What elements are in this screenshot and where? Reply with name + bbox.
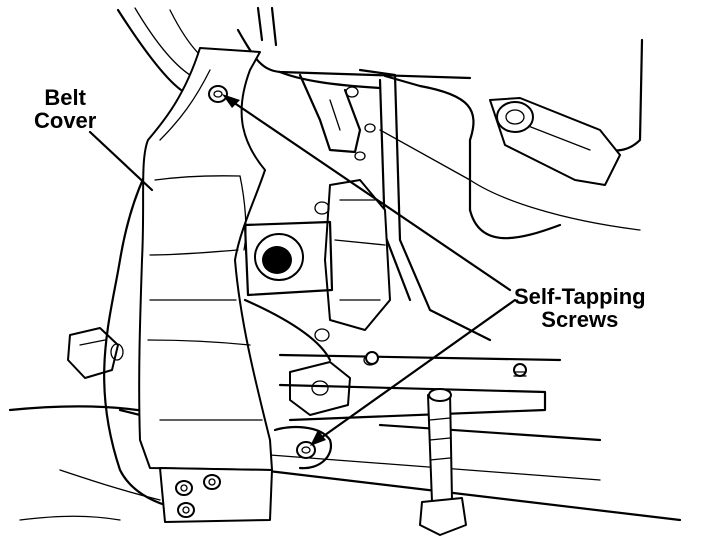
screw-leader-lower [316, 298, 517, 442]
lower-self-tapping-screw [296, 441, 316, 459]
screws-label-line2: Screws [541, 307, 619, 332]
belt-cover-label-line1: Belt [44, 85, 86, 110]
callout-lines [88, 94, 517, 446]
screws-label-line1: Self-Tapping [514, 284, 646, 309]
belt-cover-label: Belt Cover [34, 86, 96, 132]
self-tapping-screws-label: Self-Tapping Screws [514, 285, 646, 331]
belt-cover-part [138, 47, 333, 523]
top-self-tapping-screw [208, 85, 228, 103]
screw-leader-upper [228, 98, 512, 292]
engine-background [8, 6, 682, 536]
belt-cover-label-line2: Cover [34, 108, 97, 133]
belt-cover-leader [88, 130, 154, 192]
